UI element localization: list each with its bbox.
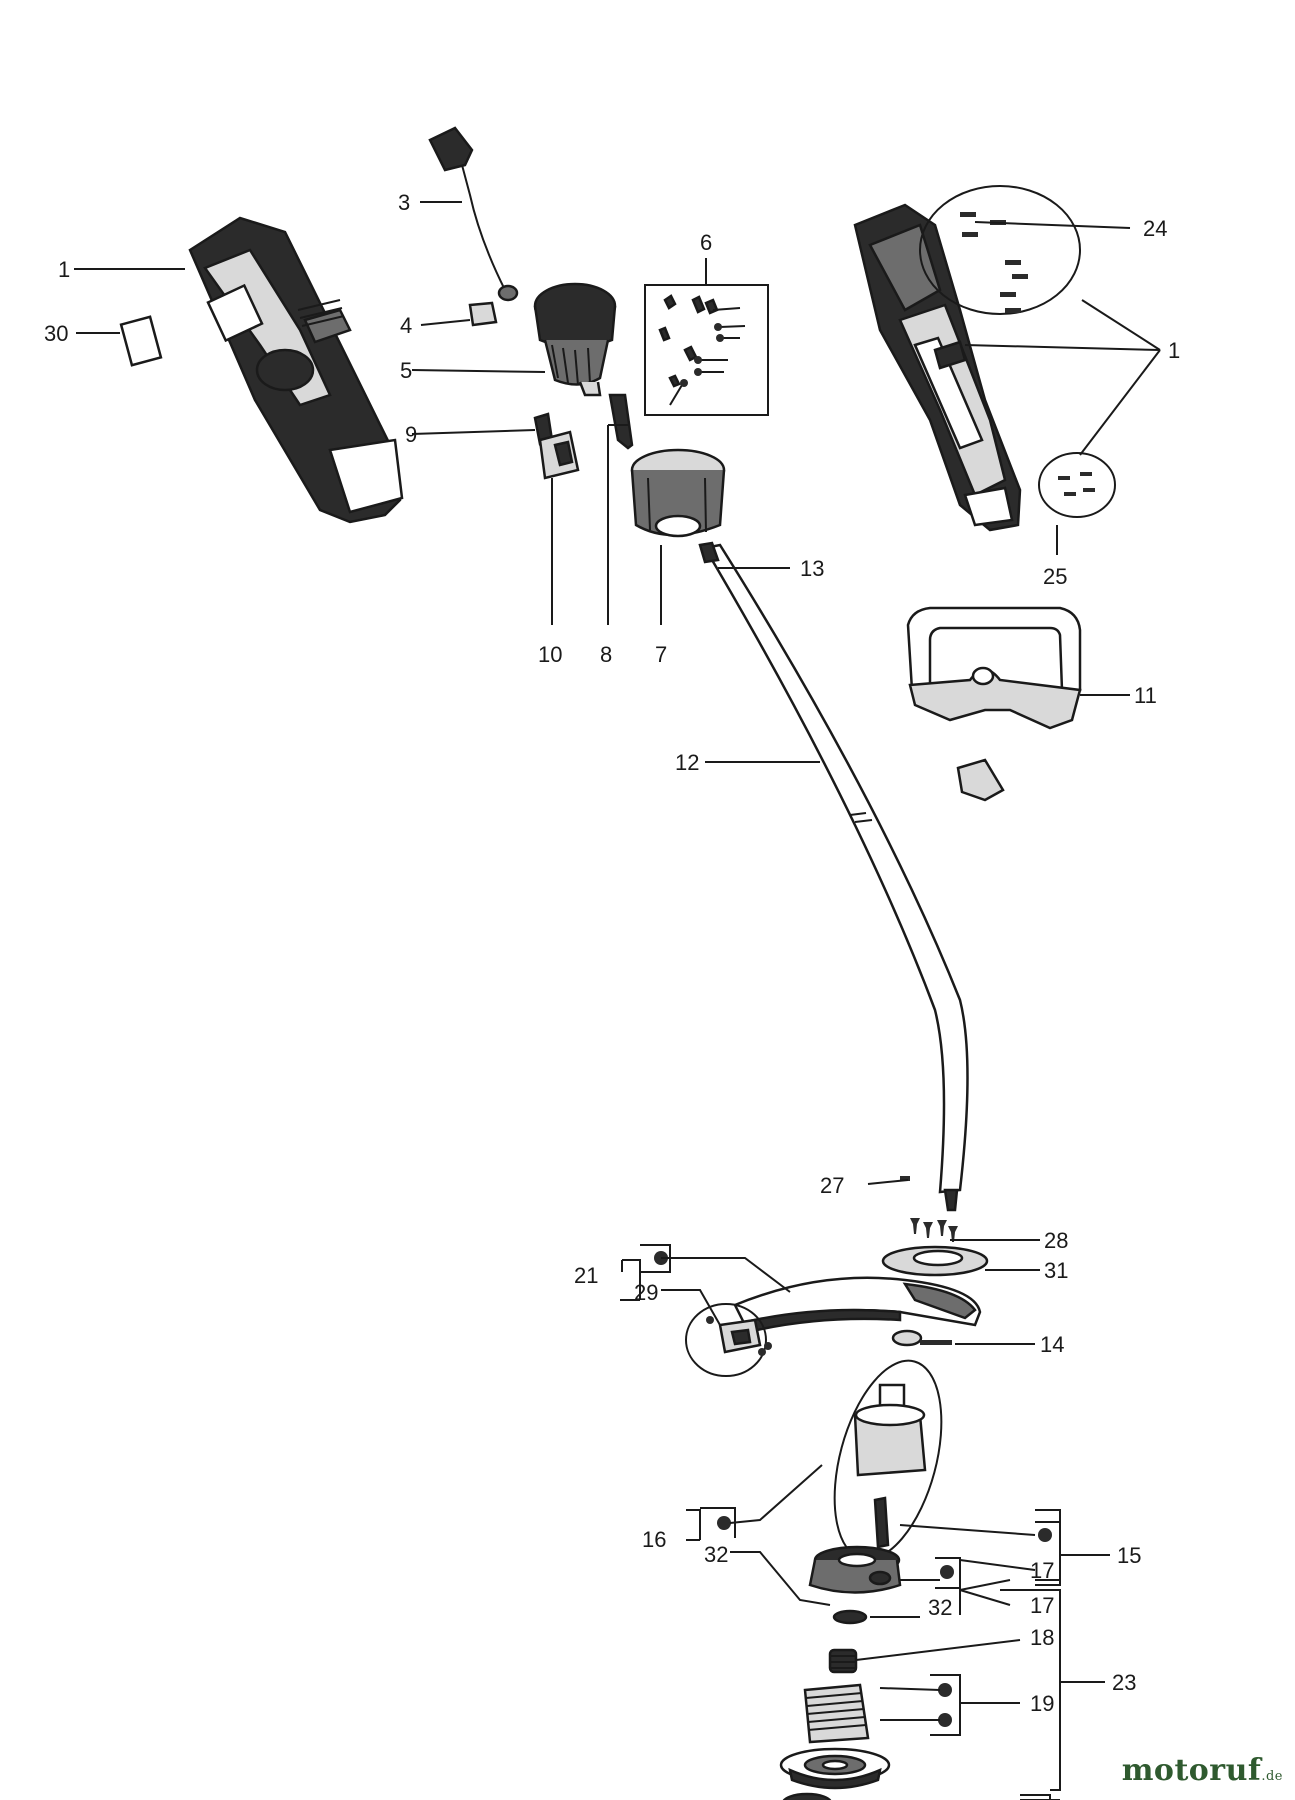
callout-labels: 1 30 3 4 5 6 9 10 8 7 13 12 11 24 1 25 2… [44,190,1180,1716]
auxiliary-handle [906,606,1082,730]
spring [828,1648,858,1674]
callout-14: 14 [1040,1332,1064,1357]
assembly-bullets [654,1251,1052,1727]
brush-clip [468,301,498,327]
trigger-switch [533,412,580,480]
guard-detail-inset [685,1303,767,1377]
power-cord-lead [428,126,519,302]
motor [533,282,634,450]
bracket-marks [640,1244,1061,1800]
callout-11: 11 [1134,683,1157,708]
callout-28: 28 [1044,1228,1068,1253]
drive-shaft [698,541,969,1212]
callout-17-lower: 17 [1030,1593,1054,1618]
inset-screws-24 [960,212,1028,313]
washer [832,1609,868,1625]
callout-3: 3 [398,190,410,215]
callout-19: 19 [1030,1691,1054,1716]
callout-10: 10 [538,642,562,667]
callout-15: 15 [1117,1543,1141,1568]
line-spool [779,1683,891,1790]
callout-25: 25 [1043,564,1067,589]
label-sticker [119,315,163,367]
callout-9: 9 [405,422,417,447]
guard [733,1276,982,1334]
guard-detail-part [706,1316,772,1356]
callout-4: 4 [400,313,412,338]
motor-housing-right [853,203,1022,532]
callout-32-left: 32 [704,1542,728,1567]
callout-17-upper: 17 [1030,1558,1054,1583]
callout-31: 31 [1044,1258,1068,1283]
callout-6: 6 [700,230,712,255]
callout-1-right: 1 [1168,338,1180,363]
screw-inset-upper [919,185,1081,315]
watermark-suffix: .de [1261,1769,1283,1784]
bump-knob [782,1792,832,1800]
clamp-plate [881,1245,989,1277]
callout-1: 1 [58,257,70,282]
watermark-text: motoruf [1121,1753,1262,1788]
screw-inset-lower [1038,452,1116,518]
watermark-logo: motoruf.de [1122,1753,1283,1788]
inset-screws-25 [1058,472,1095,496]
screw-kit [644,284,769,416]
callout-12: 12 [675,750,699,775]
callout-21: 21 [574,1263,598,1288]
callout-30: 30 [44,321,68,346]
callout-32-right: 32 [928,1595,952,1620]
callout-5: 5 [400,358,412,383]
screws-28 [910,1218,958,1242]
callout-27: 27 [820,1173,844,1198]
clip-14 [891,1329,952,1347]
callout-7: 7 [655,642,667,667]
screw-27 [900,1176,910,1181]
spool-housing [808,1545,902,1594]
leader-lines [74,201,1161,1800]
callout-23: 23 [1112,1670,1136,1695]
callout-24: 24 [1143,216,1167,241]
callout-29: 29 [634,1280,658,1305]
callout-16: 16 [642,1527,666,1552]
callout-18: 18 [1030,1625,1054,1650]
motor-head-parts [853,1383,927,1549]
callout-13: 13 [800,556,824,581]
motor-housing-left [188,216,404,524]
shaft-coupling [630,448,726,538]
callout-8: 8 [600,642,612,667]
handle-clamp [956,758,1005,802]
